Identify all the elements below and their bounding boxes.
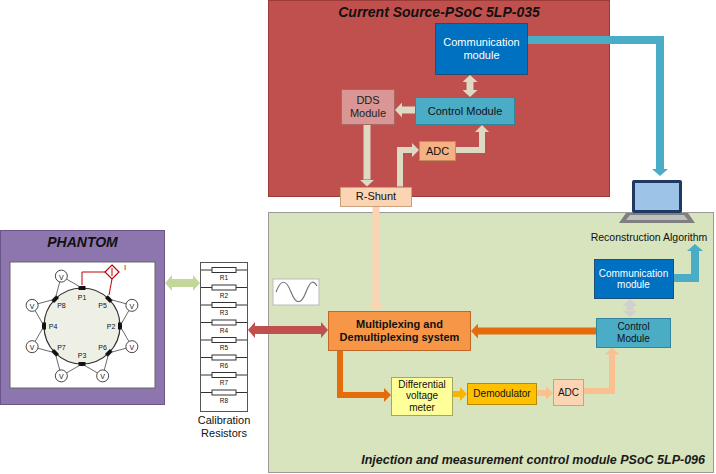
box-label: Demodulator — [473, 388, 530, 400]
voltmeter-label: V — [30, 344, 35, 351]
resistor-lead — [200, 357, 212, 358]
electrode-label: P6 — [98, 343, 107, 350]
electrode-label: P8 — [57, 302, 66, 309]
resistor-lead — [200, 340, 212, 341]
phantom-panel: PHANTOM — [0, 230, 165, 405]
electrode-label: P5 — [98, 302, 107, 309]
box-label: Control Module — [600, 321, 667, 344]
box-label: Differential voltage meter — [395, 379, 449, 414]
voltmeter-label: V — [130, 344, 135, 351]
box-label: DDS Module — [345, 94, 391, 119]
electrode-label: P2 — [107, 323, 116, 330]
electrode-label: P4 — [49, 323, 58, 330]
measurement-panel: Injection and measurement control module… — [268, 212, 714, 473]
dds-box: DDS Module — [341, 89, 395, 125]
resistor-label: R6 — [220, 362, 228, 369]
resistor-lead — [236, 305, 248, 306]
resistor-symbol — [212, 285, 236, 290]
panel-title: Injection and measurement control module… — [361, 453, 705, 467]
resistor-lead — [200, 392, 212, 393]
laptop-node: Reconstruction Algorithm — [584, 176, 714, 244]
resistor-symbol — [212, 303, 236, 308]
panel-title: PHANTOM — [47, 234, 118, 250]
electrode-label: P7 — [57, 343, 66, 350]
resistor-label: R7 — [220, 380, 228, 387]
box-label: Reconstruction Algorithm — [591, 231, 708, 243]
demodulator-box: Demodulator — [467, 383, 537, 405]
resistor-symbol — [212, 390, 236, 395]
box-label: ADC — [558, 387, 579, 399]
box-label: Communication module — [439, 36, 524, 61]
resistor-panel-fill — [200, 262, 248, 412]
resistor-label: R3 — [220, 310, 228, 317]
resistor-lead — [200, 270, 212, 271]
resistor-lead — [236, 357, 248, 358]
voltmeter-label: V — [130, 302, 135, 309]
box-label: Communication module — [598, 268, 670, 291]
resistor-box: Calibration Resistors — [200, 262, 248, 412]
electrode-label: P1 — [78, 294, 87, 301]
resistor-lead — [200, 287, 212, 288]
control-box: Control Module — [596, 318, 671, 348]
shunt-box: R-Shunt — [340, 187, 412, 207]
resistor-symbol — [212, 320, 236, 325]
box-label: Calibration Resistors — [184, 414, 264, 439]
resistor-lead — [200, 375, 212, 376]
resistor-lead — [200, 322, 212, 323]
laptop-screen-frame — [632, 180, 682, 213]
resistor-symbol — [212, 338, 236, 343]
resistor-group — [200, 268, 248, 396]
voltmeter-box: Differential voltage meter — [391, 377, 453, 416]
communication-box: Communication module — [435, 23, 528, 75]
adc-box: ADC — [419, 141, 456, 161]
resistor-symbol — [212, 355, 236, 360]
laptop-screen — [635, 183, 679, 210]
resistor-label: R8 — [220, 397, 228, 404]
box-label: R-Shunt — [356, 190, 396, 203]
mux-box: Multiplexing and Demultiplexing system — [328, 311, 471, 351]
source-panel: Current Source-PSoC 5LP-035Communication… — [268, 0, 610, 197]
resistor-lead — [236, 270, 248, 271]
voltmeter-label: V — [30, 302, 35, 309]
resistor-label: R4 — [220, 327, 228, 334]
current-label: I — [124, 264, 126, 272]
panel-title: Current Source-PSoC 5LP-035 — [338, 4, 540, 20]
box-label: Control Module — [428, 105, 503, 118]
voltmeter-label: V — [100, 373, 105, 380]
control-box: Control Module — [415, 97, 515, 125]
resistor-symbol — [212, 373, 236, 378]
resistor-label: R2 — [220, 292, 228, 299]
resistor-label: R5 — [220, 345, 228, 352]
resistor-lead — [236, 375, 248, 376]
adc-box: ADC — [553, 379, 584, 406]
box-label: Multiplexing and Demultiplexing system — [332, 318, 467, 343]
resistor-lead — [236, 392, 248, 393]
box-label: ADC — [426, 145, 449, 158]
flow-arrow — [172, 279, 193, 287]
resistor-lead — [236, 287, 248, 288]
resistor-lead — [200, 305, 212, 306]
resistor-label: R1 — [220, 275, 228, 282]
resistor-symbol — [212, 268, 236, 273]
voltmeter-label: V — [59, 273, 64, 280]
communication-box: Communication module — [594, 259, 674, 299]
voltmeter-label: V — [59, 373, 64, 380]
resistor-lead — [236, 322, 248, 323]
resistor-lead — [236, 340, 248, 341]
electrode-label: P3 — [78, 352, 87, 359]
